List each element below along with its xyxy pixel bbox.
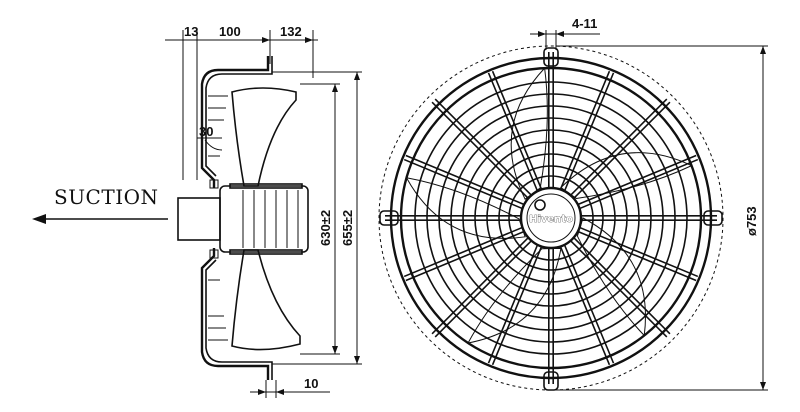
- suction-label: SUCTION: [54, 185, 159, 209]
- fan-blades-side: [231, 87, 301, 351]
- front-view: Hivento 4-11 ø753: [378, 16, 768, 391]
- fan-blades-front: [405, 67, 693, 344]
- guard-ring: [438, 105, 664, 331]
- side-view: SUCTION 13 100 132 30: [32, 24, 362, 398]
- guard-spoke: [570, 98, 668, 196]
- dim-bottom: 10: [304, 376, 318, 391]
- guard-spoke: [405, 230, 525, 282]
- dim-height-inner: 630±2: [318, 210, 333, 246]
- guard-spoke: [577, 154, 697, 206]
- fan-blade-outline: [576, 217, 646, 337]
- guard-ring: [462, 129, 640, 307]
- guard-ring: [508, 175, 594, 261]
- dim-top-mid: 100: [219, 24, 241, 39]
- guard-ring: [389, 56, 713, 380]
- guard-ring: [474, 141, 628, 295]
- guard-spoke: [487, 244, 539, 364]
- suction-arrow: [32, 214, 168, 224]
- guard-spoke: [570, 240, 668, 338]
- motor-body: [177, 179, 309, 259]
- dim-slot: 4-11: [572, 16, 597, 31]
- guard-spoke: [559, 70, 611, 190]
- guard-spoke: [431, 237, 529, 335]
- guard-ring: [498, 165, 604, 271]
- fan-blade-outline: [560, 152, 693, 199]
- guard-ring: [414, 81, 688, 355]
- brand-logo-text: Hivento: [529, 214, 573, 225]
- guard-spoke: [491, 70, 543, 190]
- guard-spoke: [403, 158, 523, 210]
- slot-dimension: [530, 30, 600, 50]
- bottom-dimension: [250, 380, 330, 398]
- mounting-tabs: [379, 47, 723, 391]
- guard-spoke: [563, 244, 615, 364]
- fan-blade-outline: [405, 177, 526, 239]
- brand-logo-mark: [534, 199, 546, 211]
- dim-top-left: 13: [184, 24, 198, 39]
- guard-spoke: [577, 230, 697, 282]
- fan-blade-outline: [510, 67, 548, 200]
- guard-spoke: [434, 98, 532, 196]
- guard-spoke: [559, 246, 611, 366]
- guard-spoke: [434, 240, 532, 338]
- guard-spoke: [563, 72, 615, 192]
- hub: [519, 186, 583, 250]
- angle-annotation: [197, 137, 223, 151]
- fan-housing-profile: [200, 56, 273, 380]
- guard-spoke: [491, 246, 543, 366]
- diameter-dimension: [556, 45, 768, 391]
- hub-inner: [526, 193, 576, 243]
- guard-spoke: [405, 154, 525, 206]
- guard-spokes: [385, 52, 717, 384]
- top-dimension-chain: [165, 30, 318, 180]
- height-dimensions: [272, 71, 362, 365]
- guard-ring: [399, 66, 703, 370]
- guard-spoke: [487, 72, 539, 192]
- guard-spoke: [573, 237, 671, 335]
- guard-ring: [450, 117, 652, 319]
- guard-spoke: [431, 101, 529, 199]
- fan-blade-outline: [467, 247, 562, 344]
- dim-height-outer: 655±2: [340, 210, 355, 246]
- guard-spoke: [573, 101, 671, 199]
- guard-spoke: [403, 226, 523, 278]
- guard-rings: [389, 56, 713, 380]
- guard-spoke: [579, 226, 699, 278]
- guard-ring: [426, 93, 676, 343]
- dim-diameter: ø753: [744, 206, 759, 236]
- dim-top-right: 132: [280, 24, 302, 39]
- guard-spoke: [579, 158, 699, 210]
